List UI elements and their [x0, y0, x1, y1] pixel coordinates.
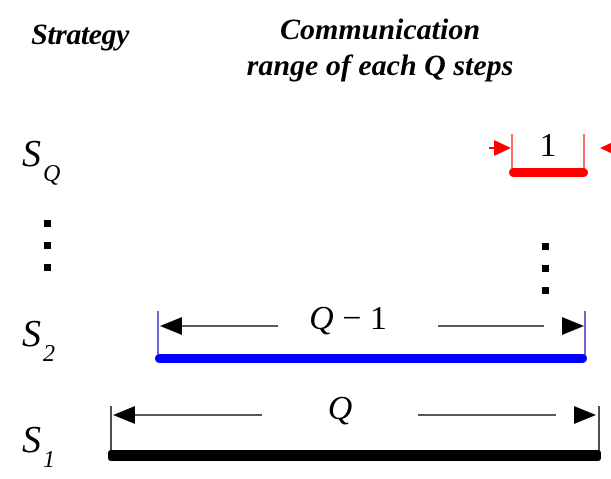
dimension-line-right-s1: [418, 414, 556, 416]
header-strategy: Strategy: [31, 18, 129, 51]
ellipsis-dot: [44, 264, 51, 271]
strategy-label-s2-subscript: 2: [43, 340, 55, 367]
range-value-s2-plain: − 1: [333, 300, 387, 337]
strategy-label-s1: S1: [22, 418, 55, 473]
range-tick-left-s1: [110, 406, 112, 454]
arrowhead-left-s2: [160, 317, 182, 335]
range-bar-sq: [509, 168, 588, 177]
range-value-sq: 1: [512, 127, 584, 165]
range-value-s2-italic: Q: [309, 300, 334, 337]
range-value-s2: Q − 1: [278, 300, 418, 338]
ellipsis-dot: [542, 287, 549, 294]
ellipsis-dot: [542, 265, 549, 272]
dimension-line-left-s1: [135, 414, 262, 416]
strategy-label-s1-subscript: 1: [43, 446, 55, 473]
strategy-ellipsis-left: [44, 220, 52, 271]
header-communication-line2: range of each Q steps: [246, 49, 514, 82]
strategy-label-sq-base: S: [22, 133, 41, 175]
strategy-label-sq: SQ: [22, 132, 60, 187]
strategy-label-s2-base: S: [22, 313, 41, 355]
ellipsis-dot: [44, 220, 51, 227]
range-tick-right-s2: [584, 311, 586, 359]
range-value-s1: Q: [300, 390, 380, 428]
range-value-sq-plain: 1: [539, 127, 557, 164]
arrowhead-right-s1: [574, 406, 596, 424]
range-tick-right-sq: [583, 134, 585, 174]
range-tick-left-sq: [511, 134, 513, 174]
range-value-s1-italic: Q: [327, 390, 353, 427]
arrowhead-right-sq: [494, 140, 511, 156]
dimension-line-left-s2: [182, 325, 278, 327]
dimension-line-right-s2: [438, 325, 544, 327]
header-communication-line1: Communication: [279, 13, 481, 46]
range-bar-s1: [108, 450, 601, 461]
range-ellipsis-right: [542, 243, 550, 294]
arrowhead-left-sq: [600, 140, 611, 156]
strategy-label-s1-base: S: [22, 419, 41, 461]
range-tick-left-s2: [157, 311, 159, 359]
ellipsis-dot: [44, 242, 51, 249]
dimension-line-left-sq: [489, 147, 495, 149]
ellipsis-dot: [542, 243, 549, 250]
strategy-label-s2: S2: [22, 312, 55, 367]
range-bar-s2: [155, 354, 587, 363]
header-communication-range: Communication range of each Q steps: [150, 12, 610, 84]
arrowhead-right-s2: [562, 317, 584, 335]
strategy-label-sq-subscript: Q: [43, 160, 61, 187]
arrowhead-left-s1: [113, 406, 135, 424]
range-tick-right-s1: [598, 406, 600, 454]
